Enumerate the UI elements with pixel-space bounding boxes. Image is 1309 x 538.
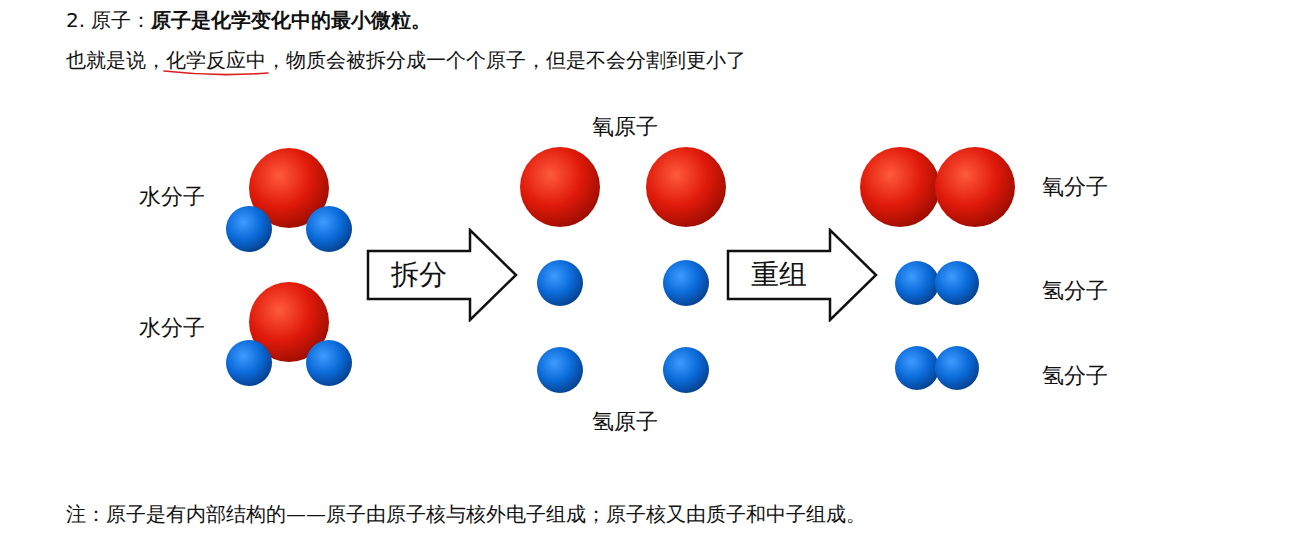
block-arrow: 重组 [726,228,878,322]
oxygen-molecule [860,147,1015,227]
molecule-label: 氢原子 [592,407,658,437]
hydrogen-molecule [895,346,979,390]
text-label: 注：原子是有内部结构的——原子由原子核与核外电子组成；原子核又由质子和中子组成。 [66,502,866,526]
arrow-label: 重组 [751,256,807,294]
text-label: 化学反应中 [166,48,266,72]
text-label: 也就是说， [66,48,166,72]
note-line: 注：原子是有内部结构的——原子由原子核与核外电子组成；原子核又由质子和中子组成。 [66,500,866,528]
hydrogen-molecule [895,261,979,305]
molecule-label: 氢分子 [1042,276,1108,306]
molecule-label: 水分子 [139,182,205,212]
water-molecule [226,148,352,252]
water-molecule [226,282,352,386]
explanation-line: 也就是说，化学反应中，物质会被拆分成一个个原子，但是不会分割到更小了 [66,46,746,74]
heading-line: 2. 原子：原子是化学变化中的最小微粒。 [66,6,431,34]
molecule-label: 氢分子 [1042,361,1108,391]
molecule-label: 氧原子 [592,112,658,142]
block-arrow: 拆分 [366,228,518,322]
text-label: 原子是化学变化中的最小微粒。 [151,8,431,32]
molecule-label: 氧分子 [1042,172,1108,202]
text-label: 2. 原子： [66,8,151,32]
arrow-label: 拆分 [391,256,447,294]
molecule-label: 水分子 [139,313,205,343]
separate-atoms [520,147,726,393]
text-label: ，物质会被拆分成一个个原子，但是不会分割到更小了 [266,48,746,72]
